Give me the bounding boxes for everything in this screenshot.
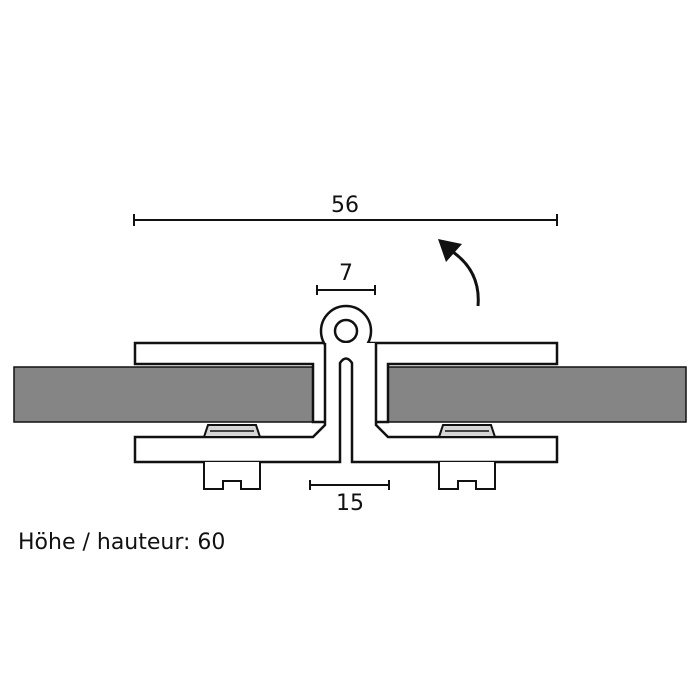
top-flange-left: [133, 341, 325, 424]
left-screw: [202, 424, 262, 490]
dimension-label-7: 7: [339, 261, 353, 286]
right-screw: [437, 424, 497, 490]
dimension-base-gap: 15: [309, 480, 390, 516]
center-web: [133, 343, 559, 464]
dimension-pin-diameter: 7: [316, 261, 376, 295]
height-caption: Höhe / hauteur: 60: [18, 530, 226, 555]
dimension-label-15: 15: [336, 491, 364, 516]
right-panel: [387, 366, 687, 423]
rotation-arrow-icon: [438, 239, 480, 307]
dimension-label-56: 56: [331, 193, 359, 218]
hinge-pin: [333, 318, 359, 344]
top-flange-right: [367, 341, 559, 424]
left-panel: [13, 366, 314, 423]
dimension-overall-width: 56: [133, 193, 558, 226]
